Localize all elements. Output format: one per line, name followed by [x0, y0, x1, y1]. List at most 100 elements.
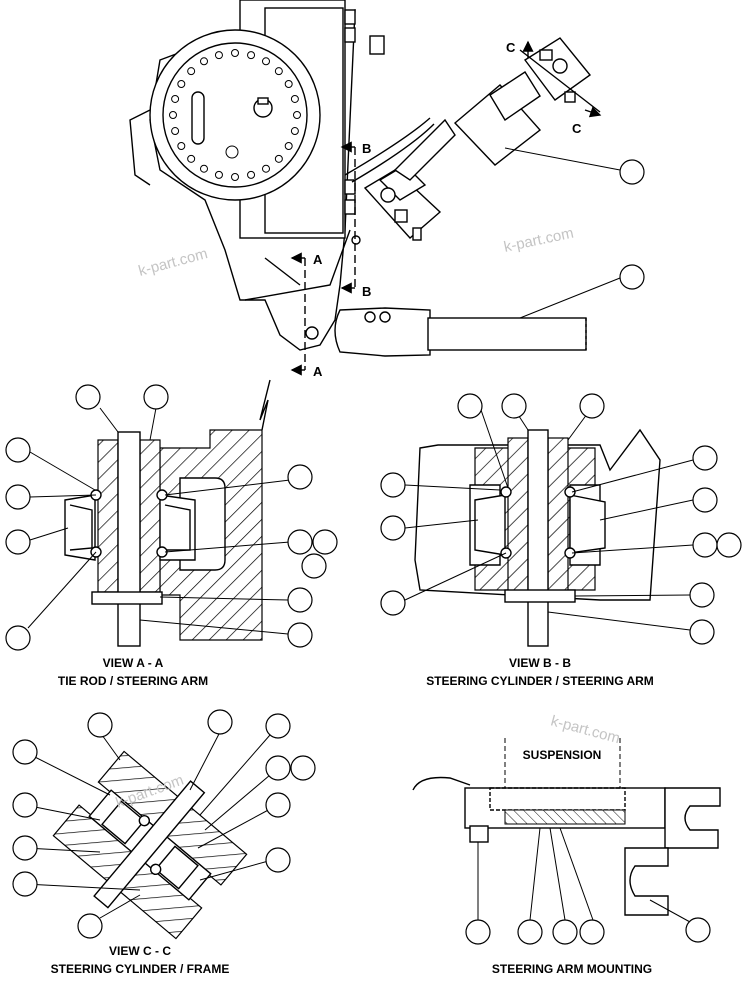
callout-balloon	[552, 919, 578, 945]
leader-line	[199, 734, 271, 816]
leader-line	[519, 277, 621, 319]
callout-balloon	[579, 393, 605, 419]
callout-balloon	[12, 739, 38, 765]
washer	[91, 591, 163, 605]
hub-bolt-hole	[214, 170, 223, 179]
view-c-c: VIEW C - C STEERING CYLINDER / FRAME	[12, 709, 316, 976]
leader-line	[99, 407, 119, 433]
leader-line	[24, 804, 101, 821]
washer	[504, 589, 576, 603]
section-label-a-top: A	[313, 252, 323, 267]
section-arrow-c-bottom	[584, 106, 602, 118]
view-subtitle: STEERING CYLINDER / STEERING ARM	[426, 674, 654, 688]
callout-balloon	[457, 393, 483, 419]
section-label-b-top: B	[362, 141, 371, 156]
callout-balloon	[380, 472, 406, 498]
callout-balloon	[287, 529, 313, 555]
callout-balloon	[716, 532, 742, 558]
callout-balloon	[12, 835, 38, 861]
leader-line	[549, 827, 566, 921]
callout-balloon	[619, 159, 645, 185]
hose	[344, 117, 431, 176]
callout-balloon	[5, 529, 31, 555]
bearing	[154, 845, 199, 890]
section-label-c-bottom: C	[572, 121, 582, 136]
hub-bolt-hole	[290, 94, 299, 103]
hub-bolt-hole	[187, 67, 196, 76]
callout-balloon	[265, 847, 291, 873]
steering-arm-mounting: SUSPENSION STEERING ARM MOUNTING	[412, 738, 721, 976]
hub-bolt-hole	[171, 94, 180, 103]
steering-cylinder-lower	[363, 118, 456, 241]
callout-balloon	[517, 919, 543, 945]
hub-bolt-hole	[274, 67, 283, 76]
plate-bolt	[344, 9, 356, 25]
hub-bolt-hole	[262, 164, 270, 173]
leader-line	[197, 807, 273, 849]
callout-balloon	[5, 625, 31, 651]
grease-fitting	[369, 35, 385, 55]
arm-clevis-lower	[624, 847, 669, 916]
hub-slot	[191, 91, 205, 145]
hub-bolt-hole	[171, 127, 180, 136]
hub-bolt-hole	[284, 80, 293, 88]
callout-balloon	[287, 622, 313, 648]
hub-inner-ring	[162, 42, 308, 188]
sleeve-left	[507, 437, 529, 599]
leader-line	[189, 731, 221, 791]
leader-line	[29, 494, 97, 498]
break-line	[259, 379, 271, 431]
view-subtitle: TIE ROD / STEERING ARM	[58, 674, 208, 688]
leader-line	[24, 751, 111, 796]
section-label-a-bottom: A	[313, 364, 323, 379]
seal	[138, 814, 151, 827]
callout-balloon	[380, 590, 406, 616]
hub-center-bolt	[225, 145, 239, 159]
plate-bolt	[344, 27, 356, 43]
callout-balloon	[290, 755, 316, 781]
hub-bolt-hole	[200, 57, 208, 66]
steering-cylinder-upper	[453, 37, 601, 166]
view-title: VIEW C - C	[109, 944, 171, 958]
seal	[149, 863, 162, 876]
leader-line	[101, 734, 121, 761]
leader-line	[27, 551, 97, 629]
leader-line	[404, 552, 507, 601]
callout-balloon	[501, 393, 527, 419]
callout-balloon	[265, 755, 291, 781]
view-title: STEERING ARM MOUNTING	[492, 962, 652, 976]
section-label-c-top: C	[506, 40, 516, 55]
callout-balloon	[143, 384, 169, 410]
plate-bolt	[344, 179, 356, 195]
leader-line	[199, 859, 273, 881]
leader-line	[24, 883, 141, 891]
hub-bolt-circle	[169, 49, 301, 181]
hub-bolt-hole	[177, 142, 186, 150]
callout-balloon	[689, 619, 715, 645]
leader-line	[29, 451, 96, 491]
callout-balloon	[77, 913, 103, 939]
leader-line	[574, 594, 691, 597]
leader-line	[159, 596, 289, 601]
main-assembly-view: A A B B C C	[129, 0, 645, 379]
leader-line	[29, 527, 69, 541]
leader-line	[164, 541, 291, 553]
callout-balloon	[207, 709, 233, 735]
callout-balloon	[692, 445, 718, 471]
hub-bolt-hole	[284, 142, 293, 150]
leader-line	[547, 611, 691, 631]
hub-bolt-hole	[187, 154, 196, 163]
seal	[500, 486, 512, 498]
bearing-roller	[164, 504, 191, 551]
suspension-label: SUSPENSION	[523, 748, 602, 762]
hub-key	[257, 97, 269, 105]
section-label-b-bottom: B	[362, 284, 371, 299]
pin	[117, 431, 141, 647]
hub-bolt-hole	[247, 170, 256, 179]
nut	[469, 825, 489, 843]
sleeve-left	[97, 439, 119, 593]
hub-bolt-hole	[293, 111, 301, 119]
callout-balloon	[87, 712, 113, 738]
hub-bolt-hole	[247, 51, 256, 60]
